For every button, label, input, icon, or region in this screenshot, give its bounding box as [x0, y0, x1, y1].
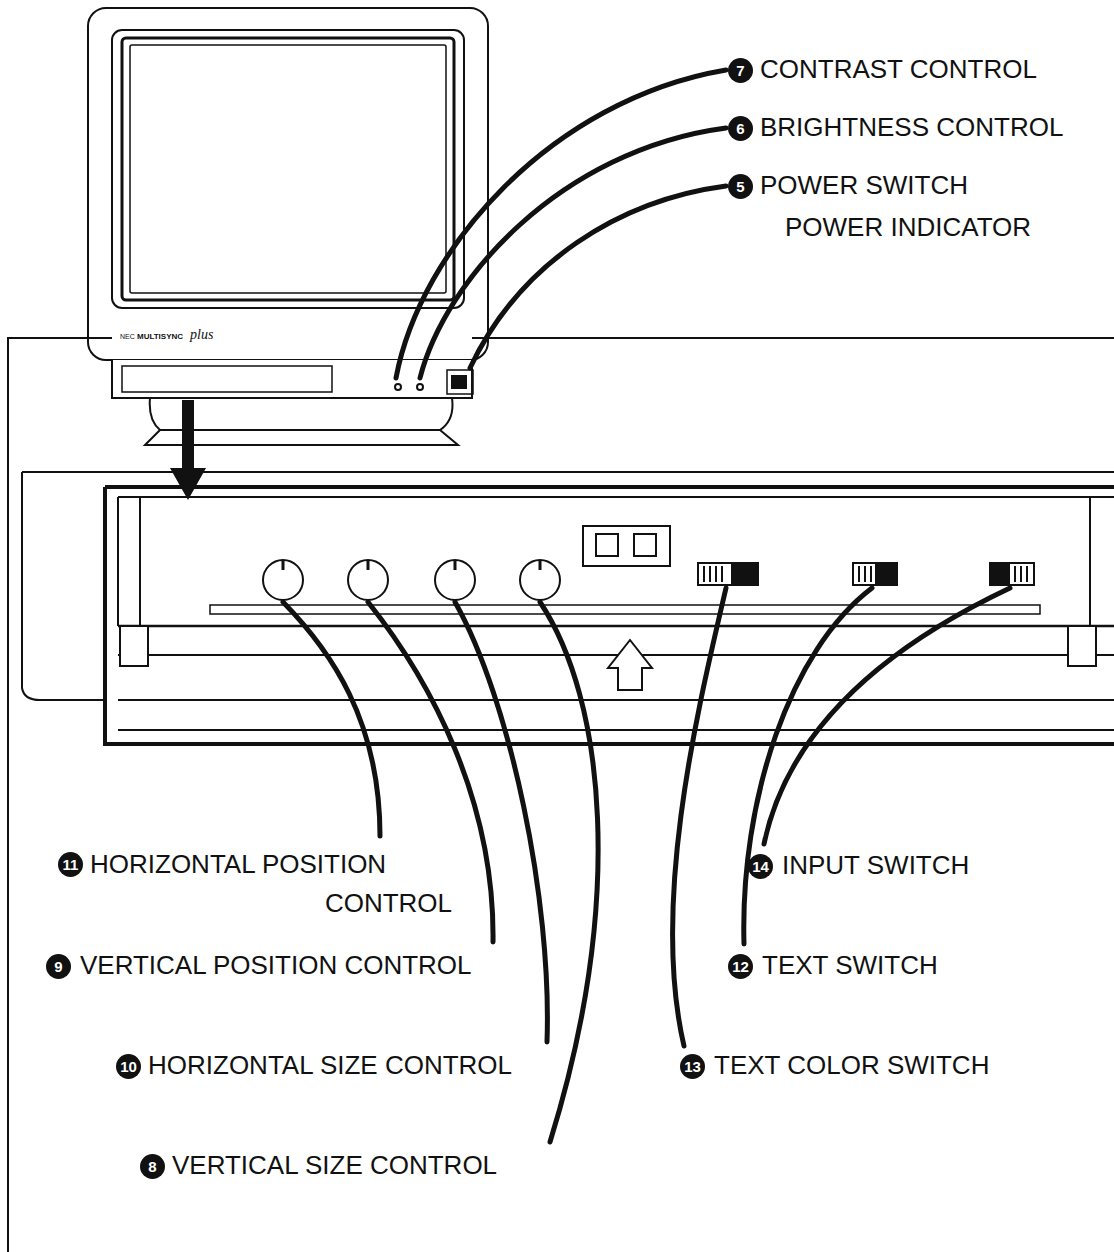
- control-panel-part: [698, 563, 758, 585]
- enlargement-frame: [8, 338, 1114, 1252]
- part-name: POWER INDICATOR: [785, 213, 1031, 243]
- control-panel-part: [859, 566, 871, 582]
- control-panel-part: [283, 560, 540, 570]
- part-name: CONTRAST CONTROL: [760, 55, 1037, 85]
- part-name: VERTICAL SIZE CONTROL: [172, 1151, 497, 1181]
- pointer-arrow-part: [182, 400, 194, 472]
- part-name: TEXT COLOR SWITCH: [714, 1051, 989, 1081]
- callout-number: 5: [728, 174, 753, 199]
- callout-number: 7: [728, 58, 753, 83]
- control-panel-part: [732, 563, 758, 585]
- control-panel-part: [608, 640, 652, 690]
- part-name: VERTICAL POSITION CONTROL: [80, 951, 472, 981]
- part-name: INPUT SWITCH: [782, 851, 969, 881]
- control-panel-part: [853, 563, 897, 585]
- leader-line-part: [540, 602, 598, 1142]
- monitor-part: [447, 370, 473, 394]
- callout-number: 12: [728, 954, 753, 979]
- monitor-part: [88, 8, 488, 360]
- callout-number: 6: [728, 116, 753, 141]
- control-panel-part: [704, 566, 722, 582]
- monitor-part: [112, 30, 464, 308]
- callout-number: 8: [140, 1154, 165, 1179]
- control-panel-part: [120, 626, 148, 666]
- part-name: TEXT SWITCH: [762, 951, 938, 981]
- leader-line-part: [283, 602, 380, 836]
- callout-number: 9: [46, 954, 71, 979]
- monitor-part: [150, 398, 453, 430]
- enlargement-frame-part: [472, 337, 1114, 339]
- part-name: POWER SWITCH: [760, 171, 968, 201]
- control-panel-part: [139, 497, 141, 626]
- leader-line-part: [764, 588, 1010, 844]
- control-panel-part: [596, 534, 618, 556]
- control-panel-part: [990, 563, 1034, 585]
- monitor-part: [122, 366, 332, 392]
- control-panel-part: [22, 471, 1114, 473]
- monitor-part: [395, 384, 401, 390]
- part-name: HORIZONTAL POSITION CONTROL: [90, 845, 452, 923]
- leader-line-part: [396, 70, 726, 378]
- control-panel: [22, 472, 1114, 744]
- monitor-part: [122, 38, 454, 300]
- control-panel-part: [876, 563, 897, 585]
- monitor-part: [130, 45, 446, 293]
- control-panel-part: [105, 487, 1114, 744]
- control-panel-part: [990, 563, 1009, 585]
- control-panel-part: [1089, 497, 1091, 626]
- control-panel-part: [210, 605, 1040, 614]
- monitor-part: [417, 384, 423, 390]
- part-name: HORIZONTAL SIZE CONTROL: [148, 1051, 512, 1081]
- brand-logo: MULTISYNC: [137, 332, 183, 341]
- brand-logo: NEC: [120, 333, 135, 341]
- leader-line-part: [673, 588, 726, 1046]
- callout-number: 10: [116, 1054, 141, 1079]
- callout-number: 13: [680, 1054, 705, 1079]
- control-panel-part: [1068, 626, 1096, 666]
- control-panel-part: [1015, 566, 1027, 582]
- part-name: BRIGHTNESS CONTROL: [760, 113, 1063, 143]
- enlargement-frame-part: [8, 338, 112, 1252]
- control-panel-part: [118, 497, 1114, 626]
- control-panel-part: [22, 472, 105, 700]
- callout-number: 11: [58, 852, 83, 877]
- callout-number: 14: [748, 854, 773, 879]
- control-panel-part: [634, 534, 656, 556]
- monitor-part: [452, 376, 466, 388]
- monitor: [88, 8, 488, 445]
- leader-line-part: [420, 128, 726, 378]
- leader-line-part: [470, 186, 726, 368]
- control-panel-part: [583, 526, 670, 566]
- brand-logo: plus: [190, 327, 213, 343]
- leader-line-part: [744, 588, 872, 944]
- control-panel-part: [118, 625, 1114, 628]
